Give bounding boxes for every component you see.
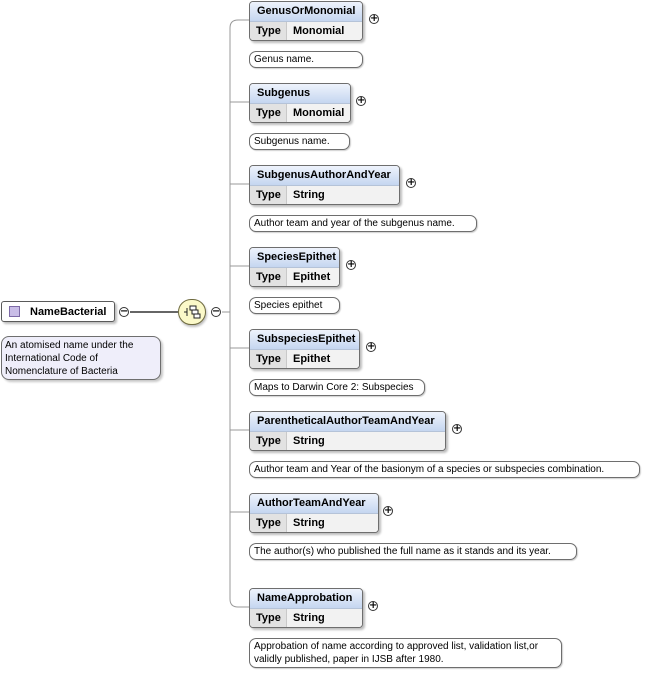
element-type-row: Type String — [250, 186, 399, 204]
type-key: Type — [250, 350, 287, 368]
element-documentation: Maps to Darwin Core 2: Subspecies — [249, 379, 425, 396]
expand-toggle[interactable]: + — [368, 600, 378, 611]
element-documentation: The author(s) who published the full nam… — [249, 543, 577, 560]
element-name: AuthorTeamAndYear — [250, 494, 378, 514]
expand-toggle[interactable]: + — [366, 341, 376, 352]
element-name: NameApprobation — [250, 589, 362, 609]
element-box[interactable]: SubspeciesEpithet Type Epithet — [249, 329, 360, 369]
element-documentation: Species epithet — [249, 297, 340, 314]
type-key: Type — [250, 22, 287, 40]
expand-toggle[interactable]: + — [406, 177, 416, 188]
element-icon — [9, 306, 20, 317]
type-value: Monomial — [287, 104, 350, 122]
element-documentation: Author team and year of the subgenus nam… — [249, 215, 477, 232]
type-value: Monomial — [287, 22, 362, 40]
element-documentation: Author team and Year of the basionym of … — [249, 461, 640, 478]
type-key: Type — [250, 514, 287, 532]
element-type-row: Type String — [250, 609, 362, 627]
expand-toggle[interactable]: + — [346, 259, 356, 270]
element-name: SubgenusAuthorAndYear — [250, 166, 399, 186]
root-element[interactable]: NameBacterial — [1, 301, 115, 322]
type-value: Epithet — [287, 350, 359, 368]
type-value: Epithet — [287, 268, 339, 286]
expand-toggle[interactable]: + — [383, 505, 393, 516]
type-value: String — [287, 609, 362, 627]
expand-toggle[interactable]: + — [356, 95, 366, 106]
type-value: String — [287, 186, 399, 204]
element-documentation: Approbation of name according to approve… — [249, 638, 562, 668]
root-documentation: An atomised name under the International… — [1, 336, 161, 380]
element-type-row: Type Monomial — [250, 104, 350, 122]
compositor-collapse-toggle[interactable]: − — [211, 306, 221, 317]
element-box[interactable]: AuthorTeamAndYear Type String — [249, 493, 379, 533]
element-type-row: Type Epithet — [250, 350, 359, 368]
element-box[interactable]: NameApprobation Type String — [249, 588, 363, 628]
type-key: Type — [250, 432, 287, 450]
element-documentation: Genus name. — [249, 51, 363, 68]
type-key: Type — [250, 104, 287, 122]
expand-toggle[interactable]: + — [369, 13, 379, 24]
element-box[interactable]: SpeciesEpithet Type Epithet — [249, 247, 340, 287]
element-type-row: Type Monomial — [250, 22, 362, 40]
element-type-row: Type String — [250, 432, 445, 450]
type-key: Type — [250, 186, 287, 204]
sequence-icon — [184, 305, 201, 319]
expand-toggle[interactable]: + — [452, 423, 462, 434]
element-type-row: Type Epithet — [250, 268, 339, 286]
element-name: ParentheticalAuthorTeamAndYear — [250, 412, 445, 432]
element-box[interactable]: ParentheticalAuthorTeamAndYear Type Stri… — [249, 411, 446, 451]
root-collapse-toggle[interactable]: − — [119, 306, 129, 317]
type-value: String — [287, 432, 445, 450]
element-name: Subgenus — [250, 84, 350, 104]
type-key: Type — [250, 609, 287, 627]
element-name: GenusOrMonomial — [250, 2, 362, 22]
type-key: Type — [250, 268, 287, 286]
sequence-compositor[interactable] — [178, 299, 206, 325]
element-name: SubspeciesEpithet — [250, 330, 359, 350]
element-box[interactable]: SubgenusAuthorAndYear Type String — [249, 165, 400, 205]
element-box[interactable]: Subgenus Type Monomial — [249, 83, 351, 123]
root-element-name: NameBacterial — [30, 305, 107, 318]
element-box[interactable]: GenusOrMonomial Type Monomial — [249, 1, 363, 41]
element-name: SpeciesEpithet — [250, 248, 339, 268]
element-documentation: Subgenus name. — [249, 133, 350, 150]
type-value: String — [287, 514, 378, 532]
element-type-row: Type String — [250, 514, 378, 532]
